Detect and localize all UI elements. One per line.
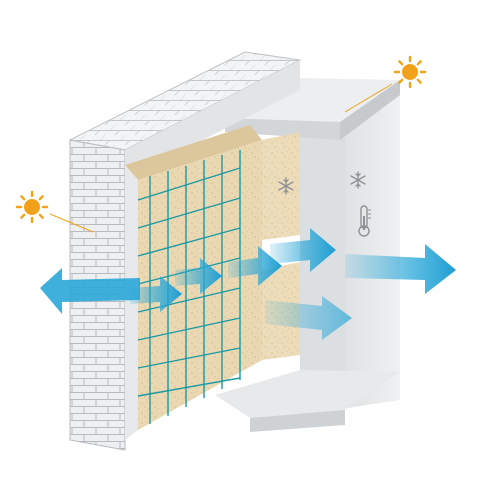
brick-wall: [68, 51, 302, 451]
floor-edge: [250, 410, 345, 432]
slab-side: [340, 80, 400, 140]
sun-ray-line: [49, 213, 94, 233]
heat-flow-arrows: [40, 228, 456, 340]
slab-front: [225, 118, 340, 140]
brick-wall-inner-face: [125, 60, 300, 180]
room-side-wall: [300, 118, 345, 415]
heat-flow-arrow-inward: [228, 246, 282, 286]
sun-icon: [393, 55, 427, 89]
slab-top: [225, 78, 400, 122]
heat-flow-arrow-inward: [270, 228, 336, 272]
heat-flow-arrow-inward: [265, 296, 352, 340]
heat-flow-arrow-outward: [40, 268, 140, 314]
heat-flow-arrow-inward: [130, 276, 182, 312]
sun-ray-line: [344, 83, 393, 113]
thermometer-icon: [358, 205, 371, 237]
insulation-back-block-upper: [262, 132, 300, 240]
sun-icon: [15, 190, 49, 224]
concrete-slab: [225, 78, 400, 140]
room-floor: [215, 370, 400, 418]
heat-flow-arrow-exit: [345, 244, 456, 294]
heat-flow-arrow-inward: [175, 258, 222, 294]
insulation-top-edge: [125, 125, 262, 180]
